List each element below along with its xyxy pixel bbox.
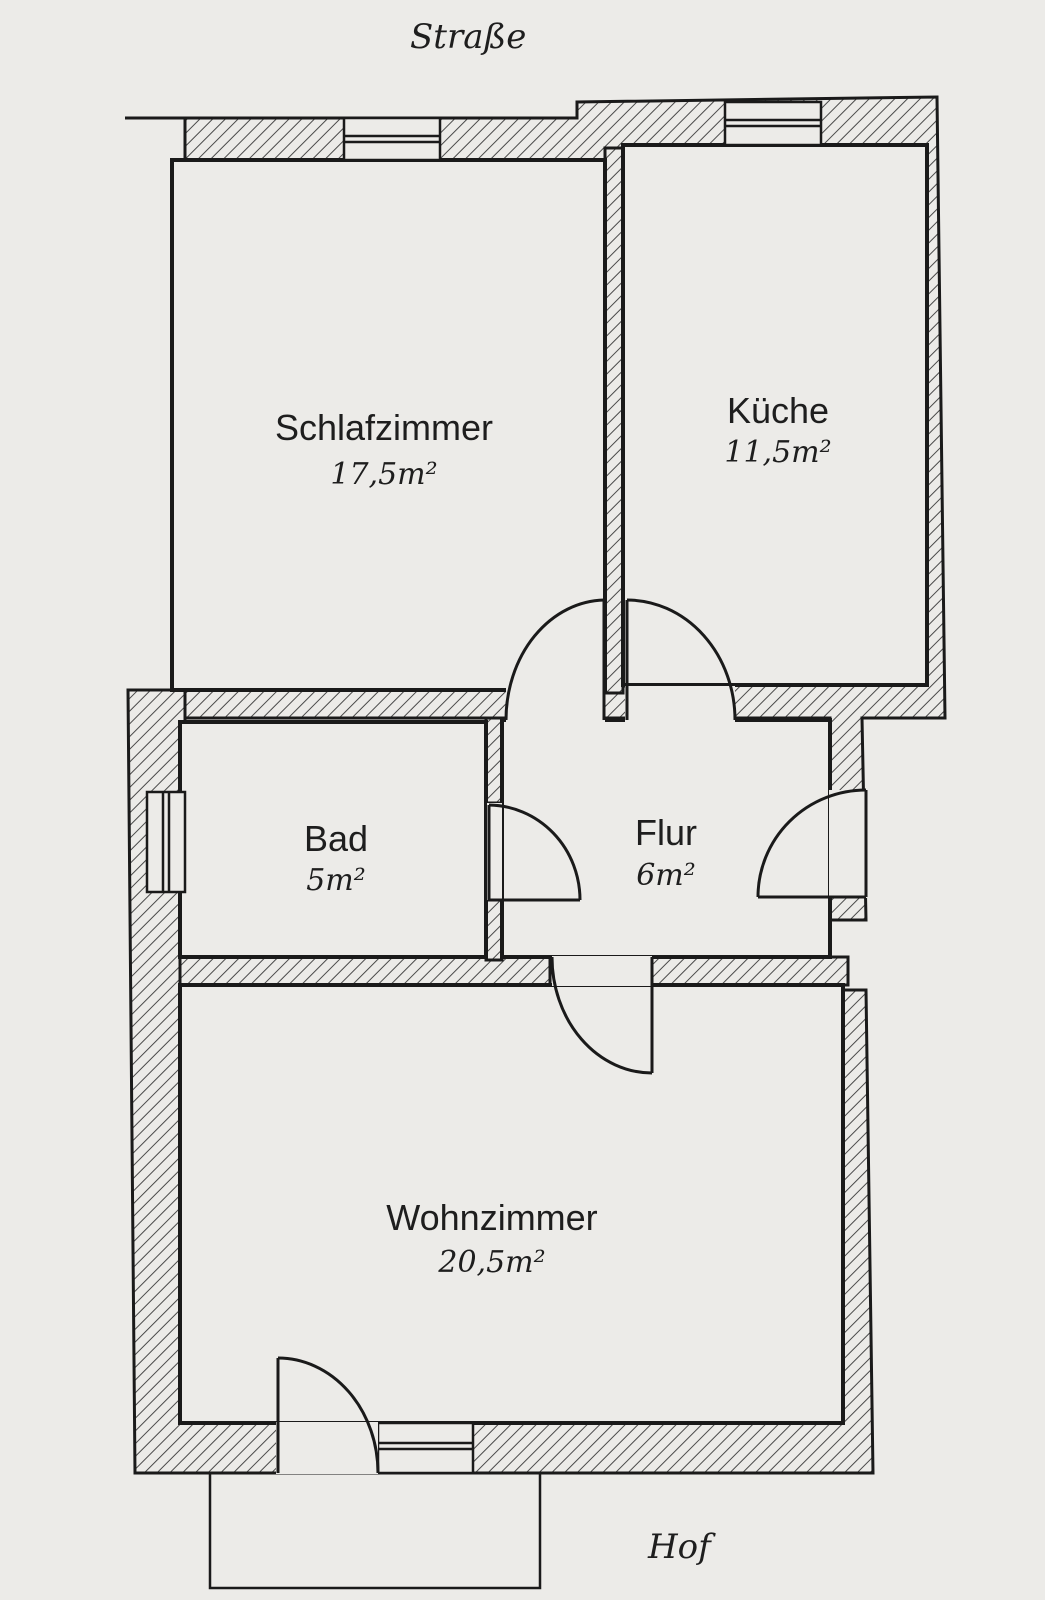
wall-partition-horizontal-right [650, 955, 850, 987]
room-area-wohnzimmer: 20,5m² [437, 1245, 545, 1280]
wall-schlaf-kueche [603, 146, 625, 695]
door-entrance [756, 788, 868, 899]
door-bad [487, 803, 582, 902]
windows [145, 100, 823, 1475]
room-name-wohnzimmer: Wohnzimmer [386, 1197, 597, 1238]
door-kueche [625, 598, 737, 721]
window-kueche [723, 100, 823, 147]
room-wohnzimmer [178, 983, 845, 1425]
room-name-bad: Bad [304, 818, 368, 859]
room-name-schlafzimmer: Schlafzimmer [275, 407, 493, 448]
door-balcony [276, 1356, 380, 1474]
room-name-flur: Flur [635, 812, 697, 853]
balcony [208, 1473, 542, 1590]
room-labels: Schlafzimmer 17,5m² Küche 11,5m² Bad 5m²… [275, 390, 832, 1280]
window-bad [145, 790, 187, 894]
room-area-schlafzimmer: 17,5m² [330, 457, 437, 492]
room-bad [178, 720, 488, 959]
street-label: Straße [410, 17, 526, 57]
window-schlafzimmer [342, 116, 442, 162]
room-area-flur: 6m² [636, 858, 696, 893]
wall-bad-flur-lower [484, 898, 504, 962]
room-area-kueche: 11,5m² [724, 435, 831, 470]
room-name-kueche: Küche [727, 390, 829, 431]
wall-bad-flur [484, 716, 504, 805]
door-schlafzimmer [504, 598, 606, 721]
yard-label: Hof [647, 1527, 716, 1567]
doors [276, 598, 868, 1474]
room-area-bad: 5m² [306, 863, 366, 898]
window-wohnzimmer [376, 1421, 475, 1475]
door-wohnzimmer [550, 956, 654, 1075]
door-openings [276, 686, 867, 1474]
